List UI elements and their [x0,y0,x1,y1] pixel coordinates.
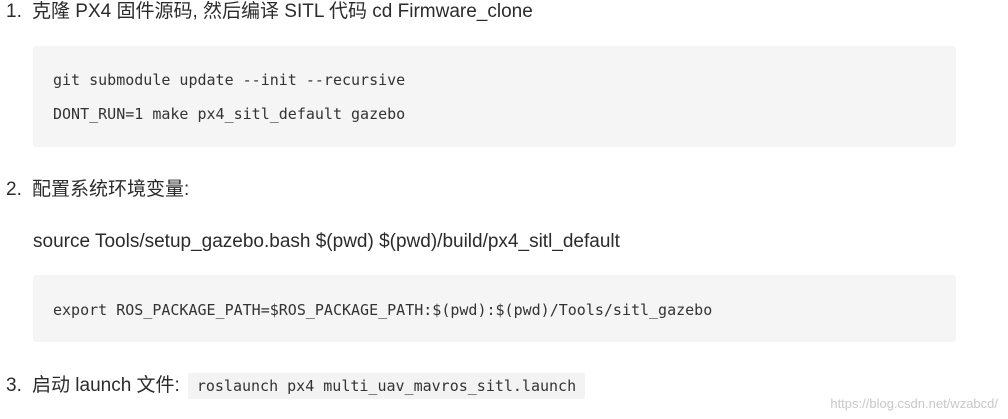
step-2-heading: 2. 配置系统环境变量: [6,178,189,202]
code-block-1: git submodule update --init --recursive … [33,46,956,147]
watermark: https://blog.csdn.net/wzabcd/ [830,396,998,411]
code-line: git submodule update --init --recursive [53,71,406,89]
code-block-2: export ROS_PACKAGE_PATH=$ROS_PACKAGE_PAT… [33,275,956,342]
step-2-number: 2. [6,179,22,200]
code-line: export ROS_PACKAGE_PATH=$ROS_PACKAGE_PAT… [53,301,713,319]
inline-code: roslaunch px4 multi_uav_mavros_sitl.laun… [187,373,586,399]
step-1-text: 克隆 PX4 固件源码, 然后编译 SITL 代码 cd Firmware_cl… [32,1,533,22]
step-3-number: 3. [6,375,22,397]
step-3-text: 启动 launch 文件: [32,375,180,397]
step-3-heading: 3. 启动 launch 文件: roslaunch px4 multi_uav_m… [6,373,586,399]
step-2-text: 配置系统环境变量: [32,179,190,200]
step-1-number: 1. [6,1,22,22]
step-2-paragraph: source Tools/setup_gazebo.bash $(pwd) $(… [33,231,620,252]
step-1-heading: 1. 克隆 PX4 固件源码, 然后编译 SITL 代码 cd Firmware_… [6,0,533,24]
code-line: DONT_RUN=1 make px4_sitl_default gazebo [53,105,406,123]
